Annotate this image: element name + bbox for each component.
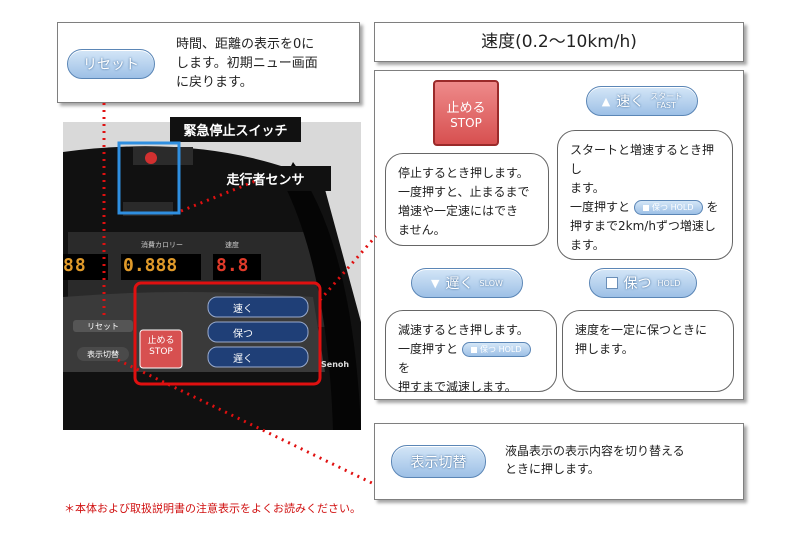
slow-button[interactable]: ▼ 遅く SLOW (411, 268, 523, 298)
display-description: 液晶表示の表示内容を切り替える ときに押します。 (505, 444, 685, 476)
speed-title: 速度(0.2〜10km/h) (481, 32, 637, 52)
footnote: ＊本体および取扱説明書の注意表示をよくお読みください。 (64, 502, 361, 515)
triangle-down-icon: ▼ (431, 276, 440, 290)
brand-logo: Senoh (321, 360, 350, 369)
reset-description: 時間、距離の表示を0に します。初期ニュー画面 に戻ります。 (176, 37, 318, 90)
triangle-up-icon: ▲ (601, 94, 611, 108)
stop-button[interactable]: 止める STOP (433, 80, 499, 146)
lcd-digits-3: 8.8 (216, 255, 249, 276)
lcd-digits-1: 88 (63, 255, 87, 276)
speed-buttons-highlight (133, 281, 322, 386)
reset-button-label: リセット (83, 57, 139, 73)
hold-button[interactable]: 保つ HOLD (589, 268, 697, 298)
console-reset-button: リセット (87, 322, 119, 331)
mini-hold-button-2: 保つ HOLD (462, 342, 531, 357)
display-toggle-button[interactable]: 表示切替 (391, 445, 486, 478)
lcd-label-speed: 速度 (225, 241, 239, 249)
console-illustration (63, 122, 361, 430)
lcd-digits-2: 0.888 (123, 255, 178, 276)
speed-title-box: 速度(0.2〜10km/h) (374, 22, 744, 62)
lcd-label-calorie: 消費カロリー (141, 241, 183, 249)
square-icon (605, 277, 618, 289)
reset-button[interactable]: リセット (67, 49, 155, 79)
mini-hold-button: 保つ HOLD (634, 200, 703, 215)
console-display-button: 表示切替 (87, 350, 119, 359)
reset-info-box: リセット 時間、距離の表示を0に します。初期ニュー画面 に戻ります。 (57, 22, 360, 103)
console-slow-button: 遅く (233, 354, 253, 365)
emergency-stop-highlight (117, 141, 181, 215)
display-info-box: 表示切替 液晶表示の表示内容を切り替える ときに押します。 (374, 423, 744, 500)
hold-description: 速度を一定に保つときに 押します。 (562, 310, 734, 392)
console-stop-button: 止める STOP (147, 336, 175, 357)
console-hold-button: 保つ (233, 329, 253, 340)
console-fast-button: 速く (233, 304, 253, 315)
emergency-stop-label: 緊急停止スイッチ (170, 117, 301, 142)
stop-description: 停止するとき押します。 一度押すと、止まるまで 増速や一定速にはでき ません。 (385, 153, 549, 246)
fast-button[interactable]: ▲ 速く スタート FAST (586, 86, 698, 116)
